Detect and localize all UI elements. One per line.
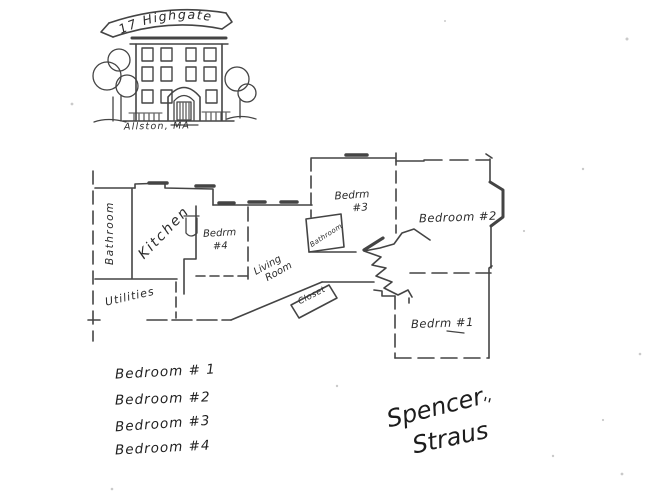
wall-kitchen-bedroom4 bbox=[183, 205, 197, 295]
house-entrance bbox=[167, 86, 201, 126]
label-bedroom3: Bedrm #3 bbox=[330, 187, 384, 216]
wall-kitchen-top bbox=[134, 182, 214, 206]
banner-ribbon-bottom bbox=[112, 24, 223, 38]
banner-ribbon-top bbox=[108, 8, 227, 24]
house-windows bbox=[141, 47, 218, 104]
bathroom-small-box bbox=[305, 213, 345, 253]
svg-text:17 Highgate: 17 Highgate bbox=[116, 7, 213, 37]
label-bathroom-left: Bathroom bbox=[104, 201, 116, 265]
wall-diagonal bbox=[230, 281, 323, 321]
window-marks bbox=[147, 153, 369, 205]
house-illustration bbox=[92, 8, 257, 126]
label-bedroom2: Bedroom #2 bbox=[418, 208, 498, 226]
label-bedroom4-line2: #4 bbox=[212, 240, 228, 253]
label-bedroom1: Bedrm #1 bbox=[410, 314, 475, 332]
label-bedroom4-line1: Bedrm bbox=[202, 227, 237, 240]
floor-plan-walls bbox=[87, 152, 505, 359]
tree-right bbox=[224, 66, 257, 120]
kitchen-door-swing bbox=[183, 215, 200, 237]
banner-tail-right bbox=[221, 12, 233, 30]
house-location-label: Allston, MA bbox=[123, 120, 191, 133]
wall-bedroom1-right bbox=[488, 265, 493, 359]
legend-item: Bedroom #2 bbox=[114, 389, 211, 409]
scan-noise-specks bbox=[70, 20, 642, 491]
bedroom1-underline bbox=[446, 330, 465, 334]
tree-left bbox=[92, 48, 139, 123]
house-railings bbox=[128, 111, 231, 122]
closet-box bbox=[290, 284, 338, 319]
entry-arrow bbox=[362, 228, 431, 298]
wall-corner-hook bbox=[485, 153, 493, 159]
wall-hall-jog bbox=[373, 289, 396, 297]
banner-text: 17 Highgate bbox=[116, 7, 212, 37]
banner-tail-left bbox=[100, 22, 114, 38]
label-bedroom4: Bedrm #4 bbox=[197, 226, 242, 254]
wall-bay-bump bbox=[488, 180, 505, 228]
